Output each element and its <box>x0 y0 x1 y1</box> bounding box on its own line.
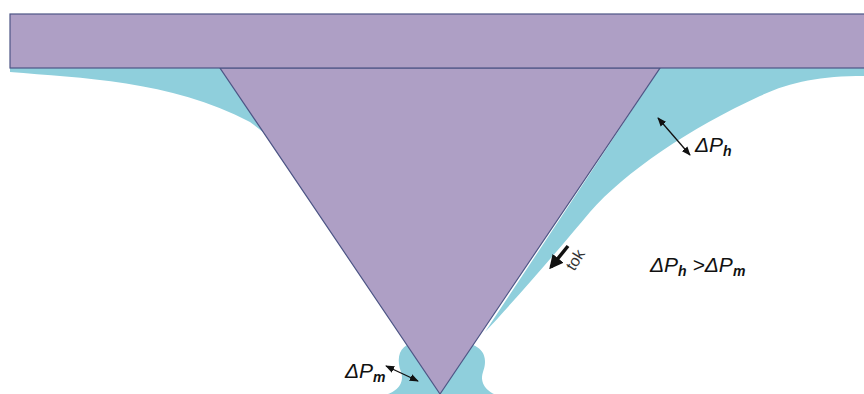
pressure-comparison: ΔPh >ΔPm <box>650 254 745 278</box>
cantilever-bar <box>10 14 864 68</box>
flow-label: tok <box>563 247 588 274</box>
pressure-arrow-h <box>658 118 690 155</box>
pressure-arrow-m <box>386 366 418 381</box>
pressure-label: ΔPh <box>695 134 732 158</box>
pressure-label: ΔPm <box>345 360 386 384</box>
afm-tip <box>220 68 660 394</box>
